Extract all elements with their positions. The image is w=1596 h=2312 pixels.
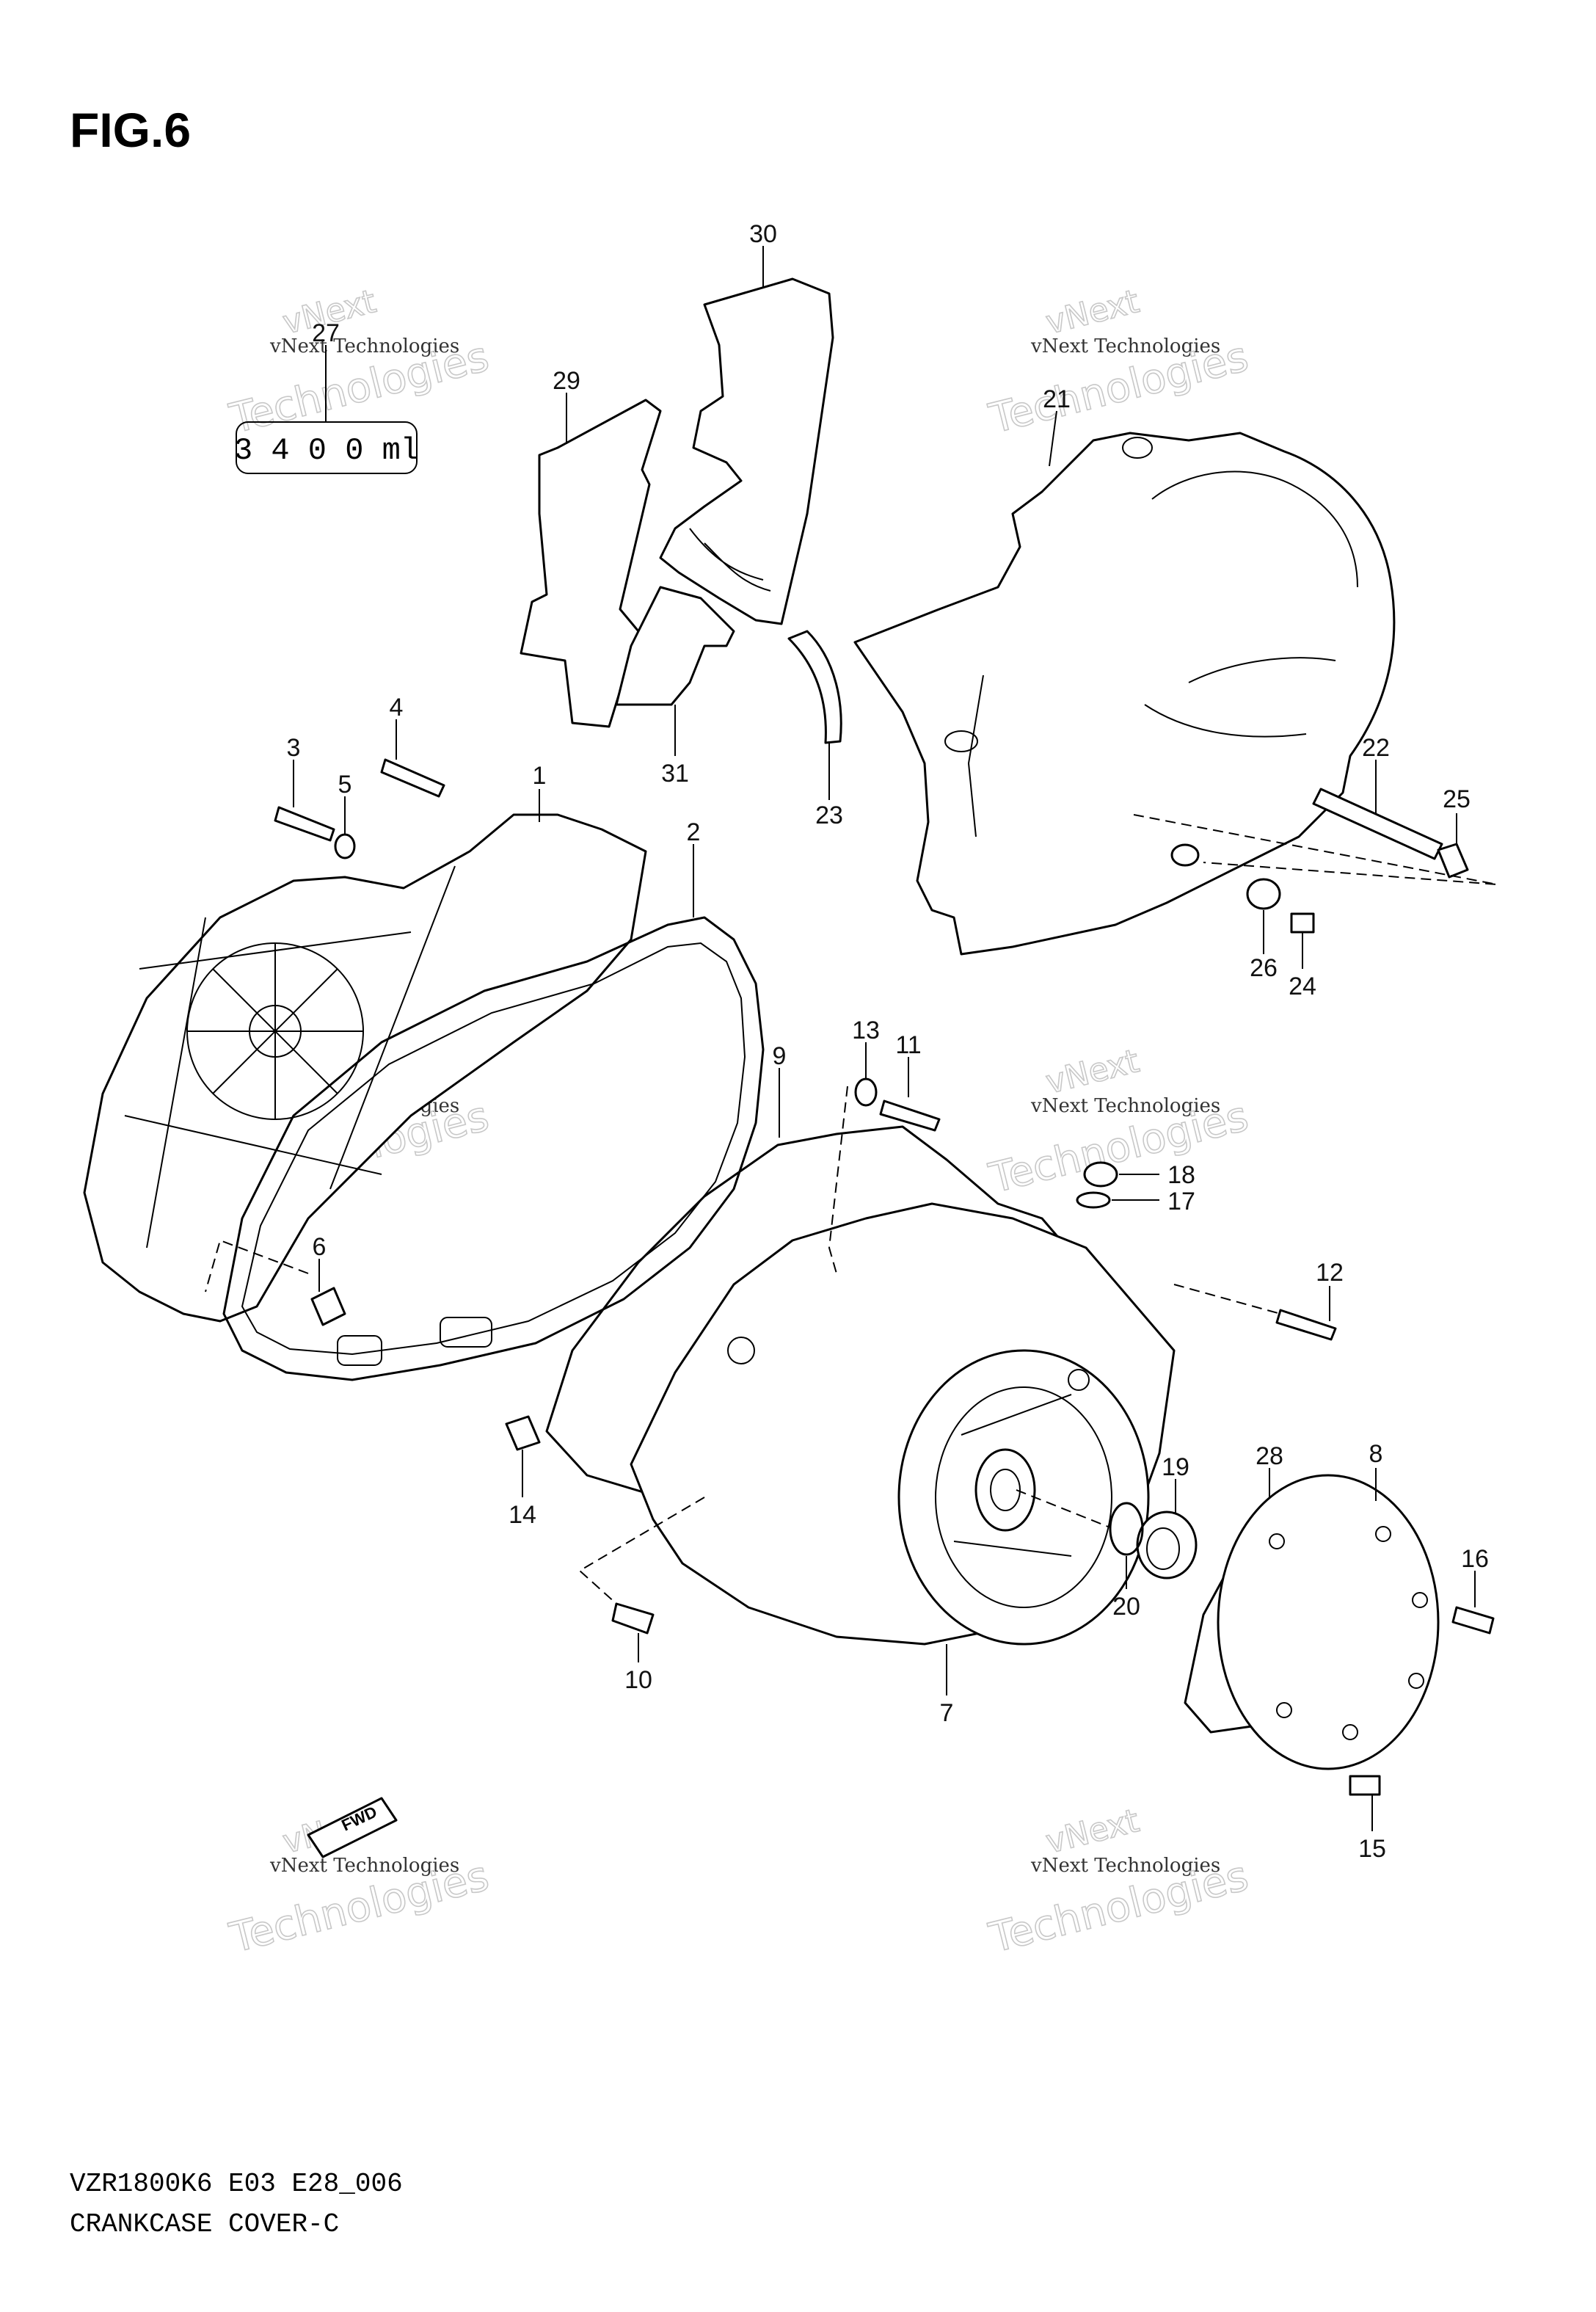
part-12-bolt <box>1275 1286 1337 1341</box>
part-19-cap <box>1136 1479 1198 1579</box>
svg-text:vNext Technologies: vNext Technologies <box>269 1855 459 1877</box>
callout-28: 28 <box>1256 1442 1283 1470</box>
callout-30: 30 <box>749 220 777 248</box>
part-6-dowel <box>310 1259 346 1326</box>
callout-21: 21 <box>1043 385 1071 413</box>
part-29-plate <box>520 399 662 728</box>
svg-text:vNext Technologies: vNext Technologies <box>269 335 459 357</box>
part-21-main-cover <box>853 410 1396 956</box>
part-18-plug <box>1083 1161 1159 1188</box>
callout-5: 5 <box>338 771 352 799</box>
part-16-screw <box>1451 1571 1495 1635</box>
callout-29: 29 <box>553 367 580 395</box>
part-8-cover <box>1217 1468 1440 1770</box>
callout-11: 11 <box>895 1031 921 1059</box>
part-3-bolt <box>274 760 335 842</box>
callout-27: 27 <box>312 319 340 347</box>
svg-text:vNext: vNext <box>1042 1802 1143 1861</box>
part-14-dowel <box>505 1415 541 1497</box>
oil-quantity-box: 3 4 0 0 ml <box>234 345 419 474</box>
part-17-o-ring <box>1076 1191 1159 1209</box>
callout-26: 26 <box>1250 954 1278 982</box>
callout-16: 16 <box>1461 1545 1489 1573</box>
callout-6: 6 <box>313 1233 327 1261</box>
part-2-gasket <box>222 844 765 1381</box>
callout-23: 23 <box>815 801 843 829</box>
watermark-top-right: vNext vNext Technologies Technologies <box>984 282 1253 443</box>
callout-13: 13 <box>852 1017 880 1044</box>
part-30-plate <box>659 277 834 625</box>
callout-1: 1 <box>533 762 547 790</box>
callout-3: 3 <box>287 734 301 762</box>
callout-15: 15 <box>1358 1835 1386 1863</box>
part-13-washer <box>854 1042 878 1107</box>
callout-4: 4 <box>390 694 404 721</box>
part-7-right-cover <box>630 1202 1176 1695</box>
part-23-clip <box>787 630 842 744</box>
callout-17: 17 <box>1167 1188 1195 1215</box>
callout-10: 10 <box>624 1666 652 1694</box>
watermark-mid-right: vNext vNext Technologies Technologies <box>984 1042 1253 1203</box>
oil-quantity-text: 3 4 0 0 ml <box>234 433 419 468</box>
svg-text:vNext: vNext <box>1042 283 1143 342</box>
figure-title: FIG.6 <box>70 103 191 157</box>
callout-31: 31 <box>661 760 689 788</box>
callout-2: 2 <box>687 818 701 846</box>
callout-22: 22 <box>1362 734 1390 762</box>
svg-text:vNext Technologies: vNext Technologies <box>1030 1095 1220 1117</box>
svg-text:vNext Technologies: vNext Technologies <box>1030 1855 1220 1877</box>
part-washer-21 <box>1170 843 1200 867</box>
callout-8: 8 <box>1369 1440 1383 1468</box>
part-31-plate <box>615 586 735 706</box>
part-11-bolt <box>879 1057 941 1132</box>
part-1-crankcase-cover <box>83 789 647 1323</box>
callout-25: 25 <box>1443 785 1471 813</box>
part-26-sleeve <box>1246 878 1281 954</box>
callout-24: 24 <box>1289 973 1316 1000</box>
callout-18: 18 <box>1167 1161 1195 1189</box>
part-5-washer <box>334 796 356 859</box>
callout-7: 7 <box>940 1699 954 1727</box>
callout-20: 20 <box>1112 1593 1140 1621</box>
footer-section: CRANKCASE COVER-C <box>70 2209 339 2239</box>
footer-model: VZR1800K6 E03 E28_006 <box>70 2169 403 2199</box>
watermark-top-left: vNext vNext Technologies Technologies <box>225 282 494 443</box>
part-4-bolt <box>380 719 445 798</box>
callout-9: 9 <box>773 1042 787 1070</box>
svg-text:vNext Technologies: vNext Technologies <box>1030 335 1220 357</box>
part-22-dowel-pin <box>1312 760 1443 860</box>
callout-12: 12 <box>1316 1259 1344 1287</box>
watermark-bottom-right: vNext vNext Technologies Technologies <box>984 1801 1253 1963</box>
part-25-cap <box>1437 813 1469 879</box>
callout-14: 14 <box>509 1501 536 1529</box>
callout-19: 19 <box>1162 1453 1189 1481</box>
part-10-bolt <box>611 1602 655 1662</box>
callout-labels: 1 2 3 4 5 6 7 8 9 10 11 12 13 14 15 16 1… <box>287 220 1489 1863</box>
part-24-bolt <box>1290 912 1315 969</box>
part-20-o-ring <box>1109 1502 1144 1589</box>
svg-text:vNext: vNext <box>1042 1042 1143 1102</box>
part-15-screw <box>1349 1775 1381 1831</box>
